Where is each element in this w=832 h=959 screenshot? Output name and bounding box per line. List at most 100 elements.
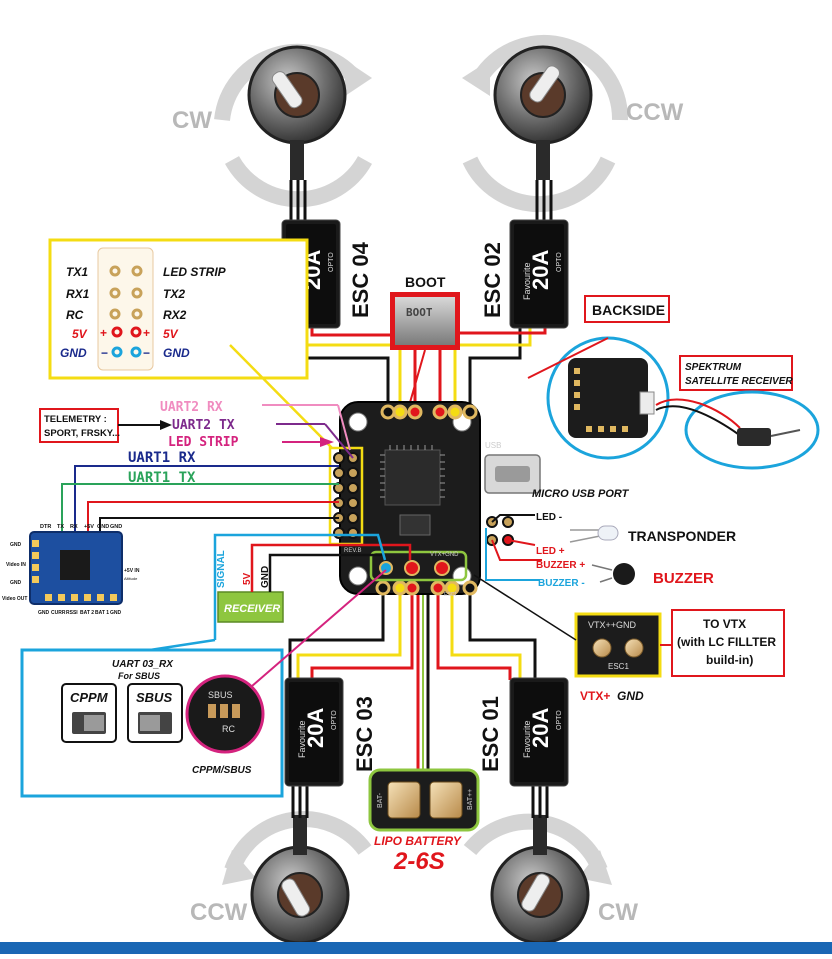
buzzer-minus-label: BUZZER -: [538, 578, 585, 589]
zoom-pad-rc: RC: [222, 724, 235, 734]
receiver-signal: SIGNAL: [216, 550, 227, 588]
osd-bottom-gnd1: GND: [38, 610, 50, 616]
vtx-gnd-label: GND: [617, 689, 644, 703]
buzzer-component: [613, 563, 635, 585]
cppm-sbus-caption: CPPM/SBUS: [192, 765, 252, 776]
micro-usb-label: MICRO USB PORT: [532, 488, 630, 500]
motor-top-left: [247, 45, 347, 180]
motor-top-right: [493, 45, 593, 180]
osd-right-sub: Altitude: [124, 576, 138, 581]
pinout-pins: + + − −: [100, 265, 150, 360]
spektrum-title-box: [679, 355, 793, 391]
motor-bottom-left: [250, 815, 350, 945]
sbus-title-line1: UART 03_RX: [112, 659, 174, 670]
esc-03-module: 20A Favourite OPTO: [284, 677, 344, 787]
pin-rc: RC: [66, 308, 84, 322]
esc-03-label: ESC 03: [352, 696, 377, 772]
usb-silkscreen: USB: [485, 441, 501, 450]
esc-04-opto: OPTO: [328, 252, 335, 272]
osd-pin-tx: TX: [57, 524, 64, 530]
esc-02-label: ESC 02: [480, 242, 505, 318]
spektrum-line1: SPEKTRUM: [685, 362, 742, 373]
direction-label-bottom-left: CCW: [190, 899, 248, 926]
osd-pin-5v: +5V: [84, 524, 94, 530]
led-strip-label: LED STRIP: [168, 435, 239, 450]
fc-silk-esc1: ESC1: [444, 592, 457, 598]
receiver-box: [217, 591, 284, 623]
esc-01-module: 20A Favourite OPTO: [509, 677, 569, 787]
pin-gnd-left: GND: [60, 346, 87, 360]
fc-silk-vtx: VTX+GND: [430, 552, 459, 558]
spektrum-line2: SATELLITE RECEIVER: [685, 376, 793, 387]
svg-text:+: +: [100, 326, 107, 340]
osd-left-video-out: Video OUT: [2, 596, 27, 602]
pin-tx1: TX1: [66, 265, 88, 279]
telemetry-line1: TELEMETRY :: [44, 414, 107, 425]
vtx-title-box: [671, 609, 785, 677]
led-minus-label: LED -: [536, 512, 562, 523]
osd-pin-gnd2: GND: [110, 524, 122, 530]
direction-label-bottom-right: CW: [598, 899, 638, 926]
uart1-rx-label: UART1 RX: [128, 450, 196, 466]
osd-board: [29, 531, 123, 605]
pin-5v-right: 5V: [163, 327, 179, 341]
sbus-title-line2: For SBUS: [118, 671, 160, 681]
pin-5v-left: 5V: [72, 327, 88, 341]
sbus-label: SBUS: [136, 690, 172, 705]
fc-silk-rev: REV.B: [344, 548, 361, 554]
telemetry-box: [39, 408, 119, 443]
battery-pad-pos: BAT++: [467, 789, 474, 810]
ccw-arrow-bottom-left: [224, 811, 372, 873]
direction-label-top-right: CCW: [626, 99, 684, 126]
svg-text:−: −: [143, 346, 150, 360]
pin-gnd-right: GND: [163, 346, 190, 360]
pin-tx2: TX2: [163, 287, 185, 301]
esc-04-label: ESC 04: [348, 241, 373, 318]
esc-01-rating: 20A: [528, 708, 553, 748]
osd-bottom-bat1: BAT 1: [95, 610, 109, 616]
osd-bottom-pins: GND CURR RSSI BAT 2 BAT 1 GND: [38, 610, 122, 616]
svg-text:+: +: [143, 326, 150, 340]
pinout-header-bg: [97, 247, 154, 371]
uart2-tx-label: UART2 TX: [172, 418, 235, 433]
transponder-title: TRANSPONDER: [628, 528, 736, 544]
battery-line1: LIPO BATTERY: [374, 834, 462, 848]
receiver-5v: 5V: [242, 572, 253, 585]
pinout-labels: TX1 LED STRIP RX1 TX2 RC RX2 5V 5V GND G…: [60, 265, 227, 360]
backside-title-box: [584, 295, 670, 323]
backside-title: BACKSIDE: [592, 302, 665, 318]
esc-02-module: 20A Favourite OPTO: [509, 219, 569, 329]
receiver-gnd: GND: [260, 566, 271, 588]
telemetry-line2: SPORT, FRSKY...: [44, 428, 120, 439]
vtx-plus-label: VTX+: [580, 689, 610, 703]
boot-title: BOOT: [405, 274, 446, 290]
esc-03-brand: Favourite: [297, 720, 307, 758]
esc-02-opto: OPTO: [556, 252, 563, 272]
esc-01-label: ESC 01: [478, 696, 503, 772]
vtx-title-line2: (with LC FILLTER: [677, 635, 776, 649]
svg-text:−: −: [101, 346, 108, 360]
esc-01-opto: OPTO: [556, 710, 563, 730]
osd-pin-gnd1: GND: [97, 524, 109, 530]
buzzer-plus-label: BUZZER +: [536, 560, 585, 571]
ccw-arrow-top-right: [473, 34, 629, 121]
esc-03-rating: 20A: [303, 708, 328, 748]
osd-left-gnd2: GND: [10, 580, 22, 586]
osd-right-label: +5V IN: [124, 568, 140, 574]
osd-left-pins: GND Video IN GND Video OUT: [2, 542, 27, 602]
spektrum-receiver: [737, 428, 771, 446]
osd-bottom-rssi: RSSI: [66, 610, 78, 616]
esc-03-opto: OPTO: [331, 710, 338, 730]
motor-bottom-right: [490, 815, 590, 945]
direction-label-top-left: CW: [172, 107, 212, 134]
esc-01-brand: Favourite: [522, 720, 532, 758]
vtx-pad-box: [574, 612, 662, 678]
transponder-led: [597, 525, 619, 541]
buzzer-title: BUZZER: [653, 570, 714, 587]
esc-02-brand: Favourite: [522, 262, 532, 300]
pin-rx2: RX2: [163, 308, 187, 322]
battery-line2: 2-6S: [393, 848, 445, 875]
pinout-frame: [48, 238, 309, 380]
